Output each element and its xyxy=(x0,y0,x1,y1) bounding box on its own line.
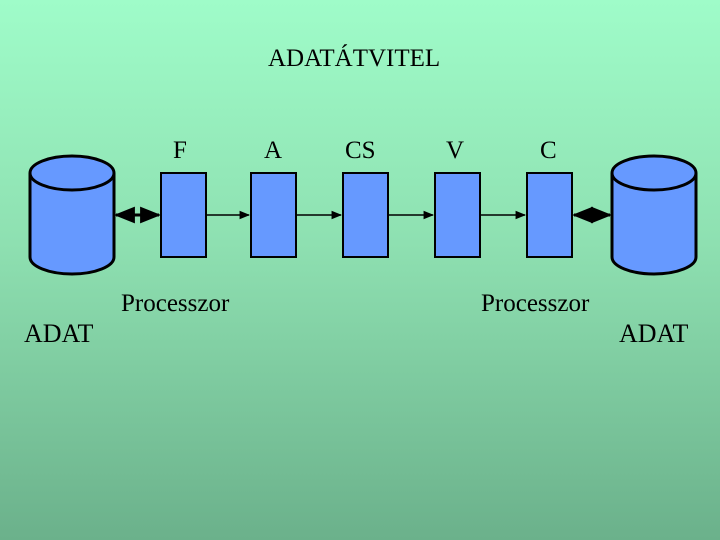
box-c xyxy=(526,172,573,258)
box-cs xyxy=(342,172,389,258)
processor-left-label: Processzor xyxy=(121,290,230,317)
column-label-a: A xyxy=(264,137,283,164)
column-label-f: F xyxy=(173,137,187,164)
diagram-title: ADATÁTVITEL xyxy=(268,45,441,72)
column-label-cs: CS xyxy=(345,137,376,164)
database-left-icon xyxy=(28,154,116,276)
database-right-icon xyxy=(610,154,698,276)
box-a xyxy=(250,172,297,258)
data-right-label: ADAT xyxy=(619,319,689,348)
processor-right-label: Processzor xyxy=(481,290,590,317)
data-left-label: ADAT xyxy=(24,319,94,348)
column-label-c: C xyxy=(540,137,557,164)
column-label-v: V xyxy=(446,137,465,164)
box-f xyxy=(160,172,207,258)
box-v xyxy=(434,172,481,258)
